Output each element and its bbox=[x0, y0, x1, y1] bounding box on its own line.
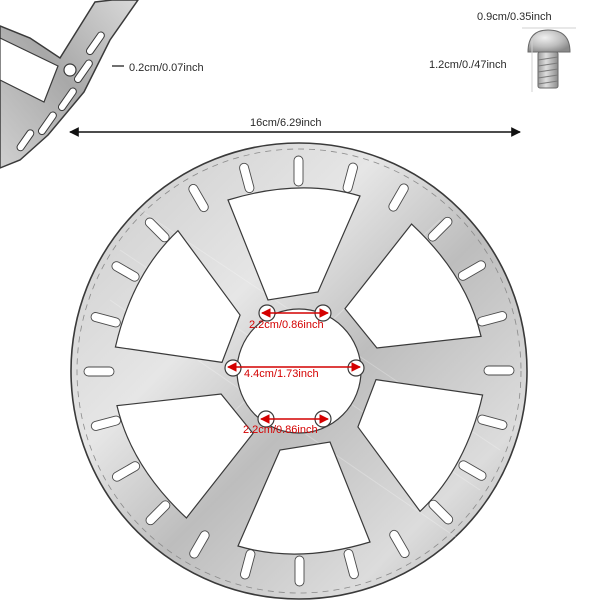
hole-spacing-top-label: 2.2cm/0.86inch bbox=[249, 319, 324, 331]
hole-spacing-middle-label: 4.4cm/1.73inch bbox=[244, 368, 319, 380]
rotor-diameter-label: 16cm/6.29inch bbox=[250, 117, 322, 129]
rotor-thickness-label: 0.2cm/0.07inch bbox=[129, 62, 204, 74]
hole-spacing-bottom-label: 2.2cm/0.86inch bbox=[243, 424, 318, 436]
screw-length-label: 1.2cm/0./47inch bbox=[429, 59, 507, 71]
screw-illustration bbox=[522, 27, 576, 92]
screw-head-label: 0.9cm/0.35inch bbox=[477, 11, 552, 23]
rotor-closeup bbox=[0, 0, 139, 169]
